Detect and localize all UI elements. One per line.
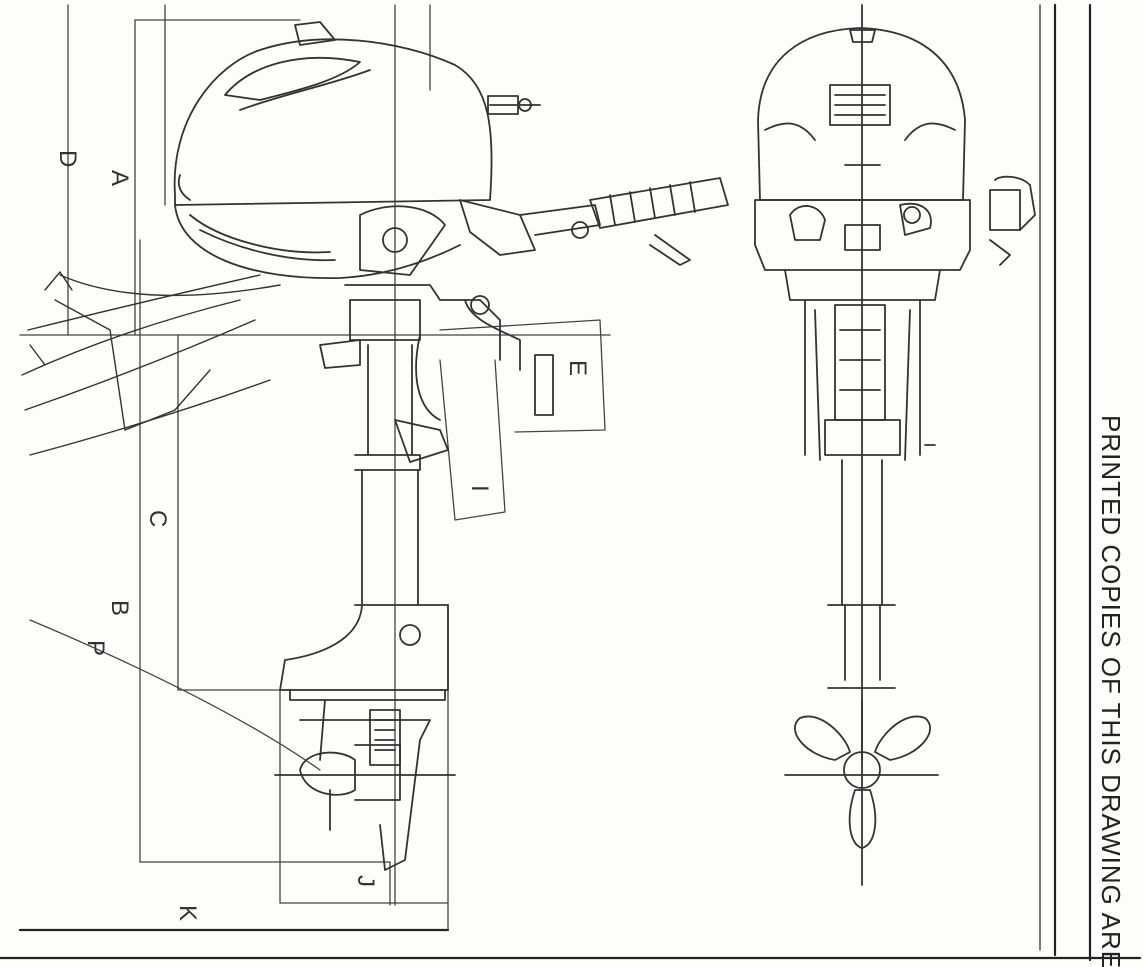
dimension-labels: D A C B P E I J K [54, 150, 591, 921]
rear-view-engine [754, 4, 1036, 886]
label-j: J [352, 875, 379, 887]
side-view-engine [173, 21, 729, 871]
printed-copies-note: PRINTED COPIES OF THIS DRAWING ARE [1096, 415, 1126, 967]
sheet-border [0, 3, 1142, 962]
label-e: E [564, 360, 591, 376]
dimension-lines [19, 4, 611, 931]
label-b: B [106, 600, 133, 616]
label-k: K [174, 905, 201, 921]
label-p: P [82, 640, 109, 656]
label-d: D [54, 150, 81, 167]
label-c: C [144, 510, 171, 527]
boat-transom [21, 271, 281, 456]
label-i: I [466, 485, 493, 492]
label-a: A [106, 170, 133, 186]
